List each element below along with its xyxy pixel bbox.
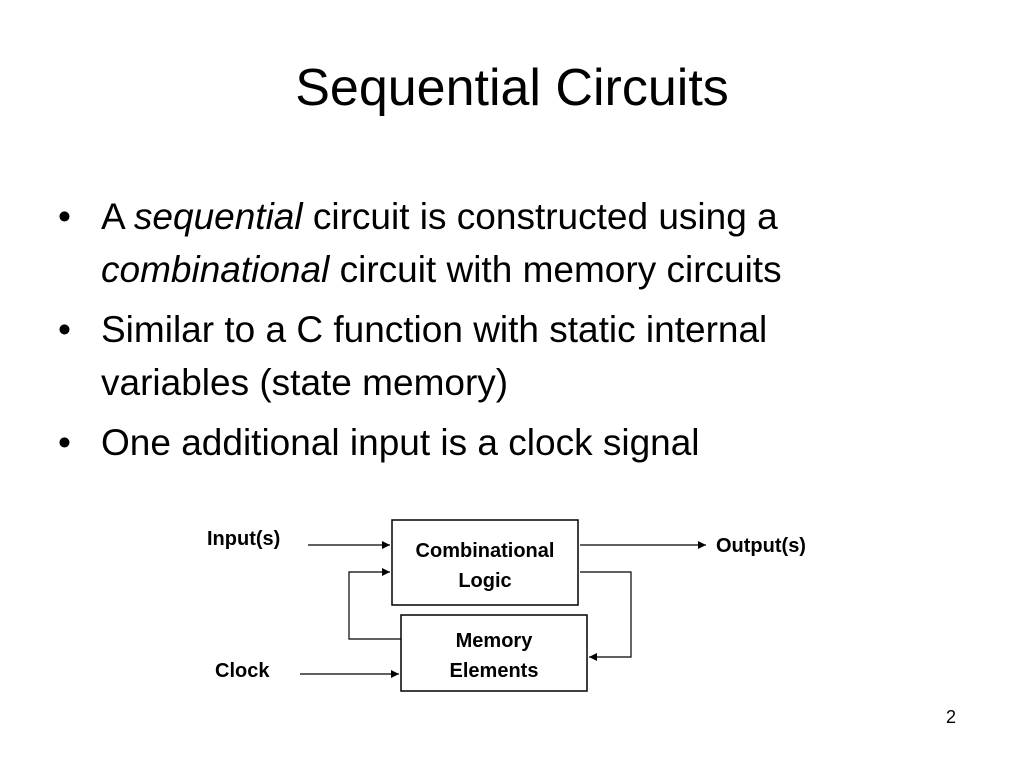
clock-label: Clock <box>215 660 270 682</box>
bullet-text: A <box>101 196 134 237</box>
bullet-text: variables (state memory) <box>101 362 509 403</box>
bullet-text: Similar to a C function with static inte… <box>101 309 768 350</box>
bullet-line: A sequential circuit is constructed usin… <box>101 190 988 243</box>
bullet-line: One additional input is a clock signal <box>101 416 988 469</box>
bullet-line: Similar to a C function with static inte… <box>101 303 988 356</box>
bullet-emphasis: sequential <box>133 196 303 237</box>
elements-label: Elements <box>450 660 539 682</box>
bullet-item: • One additional input is a clock signal <box>58 416 988 469</box>
combinational-label: Combinational <box>416 540 555 562</box>
feedback-arrow <box>348 568 401 640</box>
slide-title: Sequential Circuits <box>295 59 729 117</box>
page-number: 2 <box>946 707 957 727</box>
bullet-line: combinational circuit with memory circui… <box>101 243 988 296</box>
bullet-marker: • <box>58 196 71 237</box>
bullet-text: One additional input is a clock signal <box>101 422 700 463</box>
memory-label: Memory <box>456 630 534 652</box>
bullet-text: circuit with memory circuits <box>329 249 782 290</box>
bullet-line: variables (state memory) <box>101 356 988 409</box>
bullet-marker: • <box>58 422 71 463</box>
input-label: Input(s) <box>207 528 280 550</box>
memory-elements-box <box>400 614 588 692</box>
bullet-item: • A sequential circuit is constructed us… <box>58 190 988 296</box>
next-state-arrow <box>580 571 632 661</box>
output-label: Output(s) <box>716 535 806 557</box>
bullet-item: • Similar to a C function with static in… <box>58 303 988 409</box>
bullet-marker: • <box>58 309 71 350</box>
combinational-logic-box <box>391 519 579 606</box>
bullet-list: • A sequential circuit is constructed us… <box>58 190 988 476</box>
bullet-emphasis: combinational <box>101 249 330 290</box>
logic-label: Logic <box>458 570 511 592</box>
bullet-text: circuit is constructed using a <box>302 196 778 237</box>
